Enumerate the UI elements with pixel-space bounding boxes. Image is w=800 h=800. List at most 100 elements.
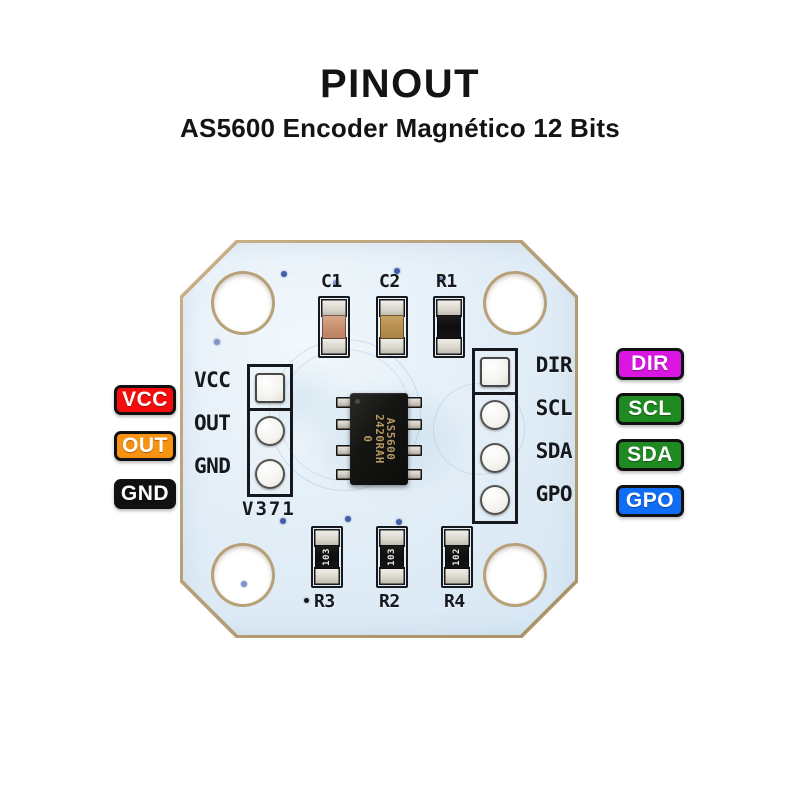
silk-ref-r3: R3 xyxy=(314,591,335,612)
silk-label-dir: DIR xyxy=(535,353,573,377)
smd-outline-r4 xyxy=(441,526,473,588)
callout-gpo: GPO xyxy=(616,485,684,517)
silk-ref-r1: R1 xyxy=(436,271,457,292)
smd-terminal xyxy=(444,529,470,548)
callout-scl: SCL xyxy=(616,393,684,425)
silk-ref-c1: C1 xyxy=(321,271,342,292)
component-c1 xyxy=(321,299,347,355)
silk-ref-r2: R2 xyxy=(379,591,400,612)
smd-terminal xyxy=(314,566,340,585)
ic-pin xyxy=(406,469,422,480)
pad-gnd[interactable] xyxy=(255,459,285,489)
smd-terminal xyxy=(321,299,347,318)
smd-body xyxy=(322,314,346,340)
silk-version: V371 xyxy=(242,498,296,520)
ic-pin xyxy=(406,397,422,408)
smd-code-r3: 103 xyxy=(322,548,332,566)
ic-body: AS5600 2420RAH 0 xyxy=(350,393,408,485)
silk-label-sda: SDA xyxy=(535,439,573,463)
callout-sda: SDA xyxy=(616,439,684,471)
pcb-surface: C1 C2 R1 xyxy=(183,243,575,635)
pad-scl[interactable] xyxy=(480,400,510,430)
ic-pin xyxy=(336,419,352,430)
via xyxy=(396,519,402,525)
component-r2: 103 xyxy=(379,529,405,585)
callout-scl-label: SCL xyxy=(628,396,672,420)
smd-body: 102 xyxy=(445,544,469,570)
callout-out: OUT xyxy=(114,431,176,461)
silk-label-scl: SCL xyxy=(535,396,573,420)
via xyxy=(439,276,445,282)
smd-body xyxy=(380,314,404,340)
ic-pin xyxy=(336,469,352,480)
smd-terminal xyxy=(436,299,462,318)
page-title: PINOUT xyxy=(319,62,481,106)
smd-outline-r2 xyxy=(376,526,408,588)
silk-ref-r4: R4 xyxy=(444,591,465,612)
ic-pin xyxy=(336,397,352,408)
via xyxy=(394,268,400,274)
callout-gpo-label: GPO xyxy=(625,488,675,512)
silk-dot-r3 xyxy=(304,598,309,603)
ic-marking-line3: 0 xyxy=(361,435,375,443)
ic-marking: AS5600 2420RAH 0 xyxy=(350,410,408,468)
mounting-hole-bottom-right xyxy=(486,546,544,604)
component-r4: 102 xyxy=(444,529,470,585)
pcb-board: C1 C2 R1 xyxy=(180,240,578,638)
smd-terminal xyxy=(379,566,405,585)
page-subtitle: AS5600 Encoder Magnético 12 Bits xyxy=(180,113,620,143)
ic-marking-line1: AS5600 xyxy=(384,417,398,461)
smd-outline-r1 xyxy=(433,296,465,358)
via xyxy=(333,280,339,286)
via xyxy=(345,516,351,522)
callout-sda-label: SDA xyxy=(627,442,673,466)
smd-terminal xyxy=(444,566,470,585)
ic-pin xyxy=(406,445,422,456)
mounting-hole-top-right xyxy=(486,274,544,332)
right-pin-header xyxy=(472,348,518,524)
pad-sda[interactable] xyxy=(480,443,510,473)
pin1-divider xyxy=(250,408,290,411)
smd-terminal xyxy=(379,529,405,548)
ic-marking-line2: 2420RAH xyxy=(372,414,386,464)
smd-outline-c1 xyxy=(318,296,350,358)
pad-gpo[interactable] xyxy=(480,485,510,515)
smd-terminal xyxy=(436,336,462,355)
callout-vcc: VCC xyxy=(114,385,176,415)
pad-vcc[interactable] xyxy=(255,373,285,403)
silk-ref-c2: C2 xyxy=(379,271,400,292)
callout-gnd: GND xyxy=(114,479,176,509)
component-r3: 103 xyxy=(314,529,340,585)
smd-outline-r3 xyxy=(311,526,343,588)
via xyxy=(241,581,247,587)
smd-terminal xyxy=(321,336,347,355)
mounting-hole-top-left xyxy=(214,274,272,332)
component-c2 xyxy=(379,299,405,355)
via xyxy=(214,339,220,345)
smd-body: 103 xyxy=(315,544,339,570)
ic-pin xyxy=(336,445,352,456)
callout-gnd-label: GND xyxy=(120,481,170,505)
smd-outline-c2 xyxy=(376,296,408,358)
pcb-trace-arc xyxy=(433,383,525,475)
via xyxy=(281,271,287,277)
silk-label-vcc: VCC xyxy=(194,368,231,392)
via xyxy=(280,518,286,524)
smd-code-r2: 103 xyxy=(387,548,397,566)
callout-dir-label: DIR xyxy=(631,351,669,375)
smd-terminal xyxy=(379,336,405,355)
silk-label-out: OUT xyxy=(194,411,231,435)
smd-code-r4: 102 xyxy=(452,548,462,566)
silk-label-gpo: GPO xyxy=(535,482,573,506)
pin1-divider xyxy=(475,392,515,395)
pad-dir[interactable] xyxy=(480,357,510,387)
smd-terminal xyxy=(314,529,340,548)
callout-out-label: OUT xyxy=(122,433,168,457)
smd-body: 103 xyxy=(380,544,404,570)
callout-vcc-label: VCC xyxy=(122,387,168,411)
pad-out[interactable] xyxy=(255,416,285,446)
callout-dir: DIR xyxy=(616,348,684,380)
mounting-hole-bottom-left xyxy=(214,546,272,604)
component-r1 xyxy=(436,299,462,355)
